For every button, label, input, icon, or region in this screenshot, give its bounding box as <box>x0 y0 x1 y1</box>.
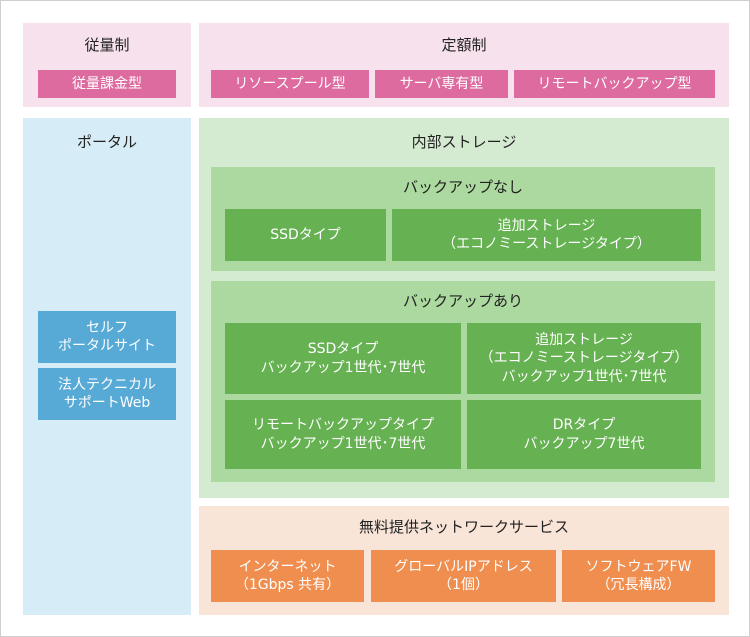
portal-technical-support-web: 法人テクニカル サポートWeb <box>38 368 176 420</box>
portal-self-portal-site: セルフ ポータルサイト <box>38 311 176 363</box>
free-network-internet: インターネット （1Gbps 共有） <box>211 550 364 602</box>
internal-storage-title: 内部ストレージ <box>411 133 517 152</box>
with-backup-dr-type: DRタイプ バックアップ7世代 <box>467 400 701 469</box>
flat-rate-tag-resource-pool: リソースプール型 <box>211 70 369 98</box>
no-backup-title: バックアップなし <box>402 178 523 197</box>
free-network-global-ip: グローバルIPアドレス （1個） <box>371 550 556 602</box>
flat-rate-tag-remote-backup: リモートバックアップ型 <box>514 70 715 98</box>
free-network-title: 無料提供ネットワークサービス <box>358 518 569 537</box>
free-network-software-fw: ソフトウェアFW （冗長構成） <box>562 550 715 602</box>
with-backup-remote-backup-type: リモートバックアップタイプ バックアップ1世代･7世代 <box>225 400 461 469</box>
no-backup-ssd-type: SSDタイプ <box>225 209 386 261</box>
portal-panel <box>23 118 191 615</box>
portal-title: ポータル <box>76 133 137 152</box>
with-backup-title: バックアップあり <box>402 292 523 311</box>
flat-rate-tag-dedicated-server: サーバ専有型 <box>375 70 508 98</box>
metered-tag: 従量課金型 <box>38 70 176 98</box>
with-backup-ssd-type: SSDタイプ バックアップ1世代･7世代 <box>225 323 461 394</box>
with-backup-additional-storage: 追加ストレージ （エコノミーストレージタイプ） バックアップ1世代･7世代 <box>467 323 701 394</box>
no-backup-additional-storage: 追加ストレージ （エコノミーストレージタイプ） <box>392 209 701 261</box>
metered-title: 従量制 <box>84 36 130 55</box>
flat-rate-title: 定額制 <box>441 36 487 55</box>
